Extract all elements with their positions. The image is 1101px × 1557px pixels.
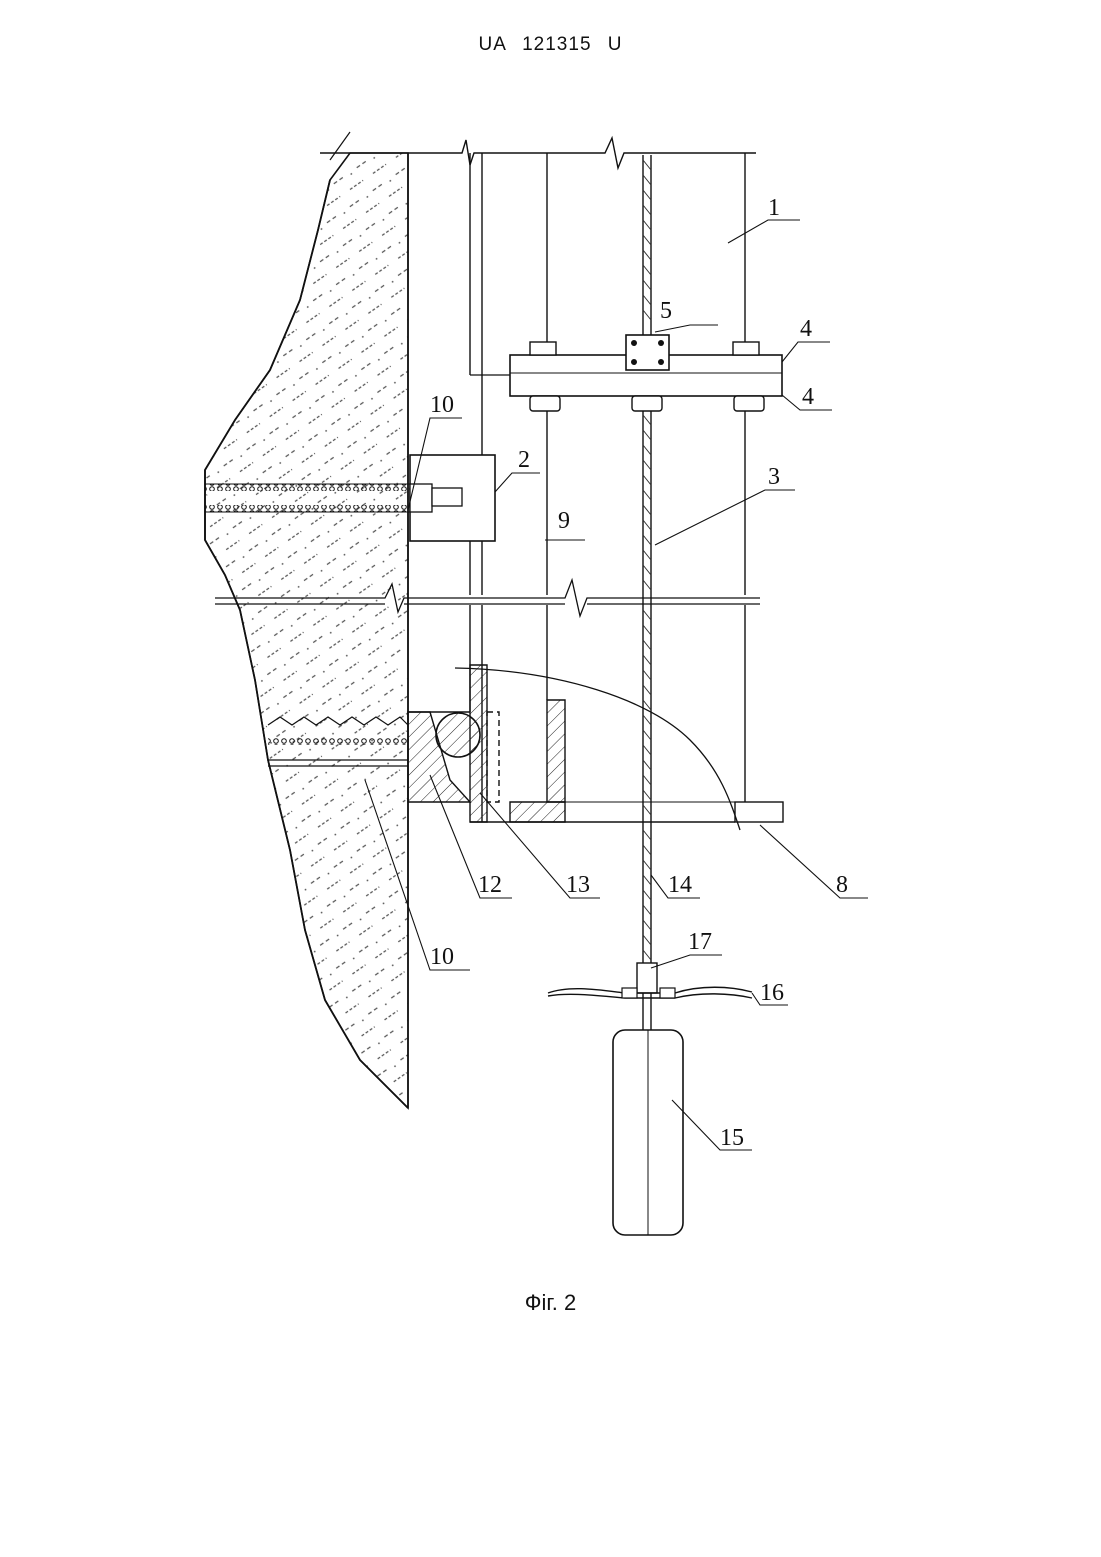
figure-caption: Фіг. 2	[0, 1290, 1101, 1316]
label-16: 16	[760, 980, 784, 1006]
concrete-wall	[205, 132, 408, 1108]
float-assembly	[548, 963, 752, 1235]
label-4-lower: 4	[802, 384, 814, 410]
label-5: 5	[660, 298, 672, 324]
wall-bracket	[410, 455, 495, 541]
label-17: 17	[688, 929, 712, 955]
label-8: 8	[836, 872, 848, 898]
vertical-walls	[470, 153, 745, 822]
label-1: 1	[768, 195, 780, 221]
label-10-lower: 10	[430, 944, 454, 970]
label-10-upper: 10	[430, 392, 454, 418]
label-3: 3	[768, 464, 780, 490]
label-9: 9	[558, 508, 570, 534]
label-12: 12	[478, 872, 502, 898]
cross-beam	[510, 335, 782, 411]
label-15: 15	[720, 1125, 744, 1151]
bottom-frame	[408, 665, 783, 830]
label-4-upper: 4	[800, 316, 812, 342]
label-13: 13	[566, 872, 590, 898]
label-2: 2	[518, 447, 530, 473]
label-14: 14	[668, 872, 692, 898]
